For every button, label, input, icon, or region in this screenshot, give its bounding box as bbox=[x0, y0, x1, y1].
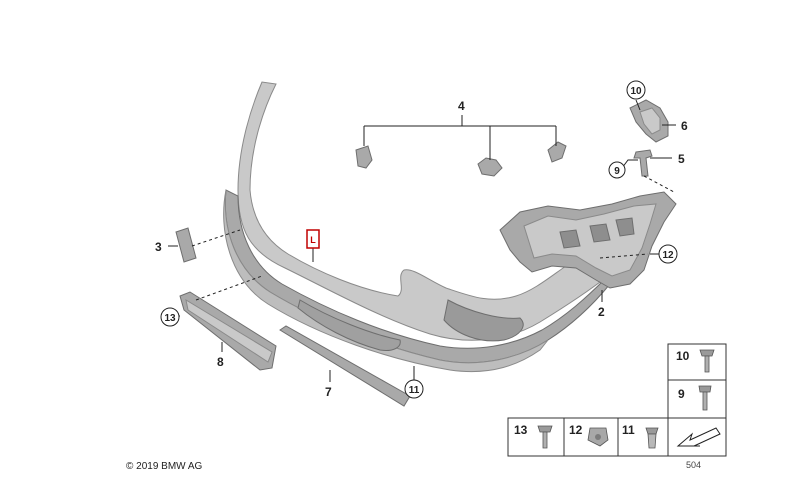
bolt-icon bbox=[698, 385, 712, 411]
callout-7-label: 7 bbox=[325, 385, 332, 399]
legend-grid bbox=[507, 343, 727, 457]
callout-8: 8 bbox=[217, 355, 224, 369]
callout-3-label: 3 bbox=[155, 240, 162, 254]
bracket-6 bbox=[629, 99, 669, 143]
rivet-clip-icon bbox=[645, 427, 659, 449]
callout-9: 9 bbox=[608, 161, 626, 179]
side-marker: L bbox=[306, 229, 320, 249]
bracket-4-left bbox=[355, 145, 373, 169]
leader-lines bbox=[168, 99, 676, 382]
callout-10: 10 bbox=[626, 80, 646, 100]
callout-13: 13 bbox=[160, 307, 180, 327]
legend-item-12: 12 bbox=[569, 423, 609, 447]
callout-9-label: 9 bbox=[614, 166, 620, 177]
callout-8-label: 8 bbox=[217, 355, 224, 369]
bolt-5 bbox=[633, 149, 653, 177]
callout-3: 3 bbox=[155, 240, 162, 254]
callout-10-label: 10 bbox=[630, 86, 642, 97]
callout-6-label: 6 bbox=[681, 119, 688, 133]
callout-12: 12 bbox=[658, 244, 678, 264]
reflector-3 bbox=[175, 227, 197, 263]
legend-number-13: 13 bbox=[514, 423, 528, 437]
callout-6: 6 bbox=[681, 119, 688, 133]
side-marker-label: L bbox=[310, 235, 316, 245]
callout-13-label: 13 bbox=[164, 313, 176, 324]
diagram-code: 504 bbox=[686, 460, 701, 470]
screw-icon bbox=[537, 425, 553, 449]
callout-4-label: 4 bbox=[458, 99, 465, 113]
bracket-4-right bbox=[547, 141, 567, 163]
bracket-4-center bbox=[477, 157, 503, 177]
callout-11: 11 bbox=[404, 379, 424, 399]
bracket-right bbox=[499, 191, 677, 289]
callout-11-label: 11 bbox=[409, 385, 420, 396]
bumper-cover bbox=[223, 81, 615, 373]
legend-number-12: 12 bbox=[569, 423, 583, 437]
callout-2-label: 2 bbox=[598, 305, 605, 319]
callout-5-label: 5 bbox=[678, 152, 685, 166]
callout-4: 4 bbox=[458, 99, 465, 113]
callout-2: 2 bbox=[598, 305, 605, 319]
callout-12-label: 12 bbox=[662, 250, 674, 261]
legend-number-10: 10 bbox=[676, 349, 690, 363]
legend-item-11: 11 bbox=[622, 423, 659, 449]
legend-item-9: 9 bbox=[678, 385, 712, 411]
legend-number-11: 11 bbox=[622, 423, 635, 437]
callout-7: 7 bbox=[325, 385, 332, 399]
screw-icon bbox=[699, 349, 715, 373]
copyright-text: © 2019 BMW AG bbox=[126, 461, 203, 472]
plate-8 bbox=[179, 291, 277, 371]
callout-5: 5 bbox=[678, 152, 685, 166]
reference-arrow-icon bbox=[676, 427, 721, 447]
legend-item-13: 13 bbox=[514, 423, 553, 449]
legend-item-10: 10 bbox=[676, 349, 715, 373]
legend-number-9: 9 bbox=[678, 387, 685, 401]
clip-nut-icon bbox=[587, 427, 609, 447]
